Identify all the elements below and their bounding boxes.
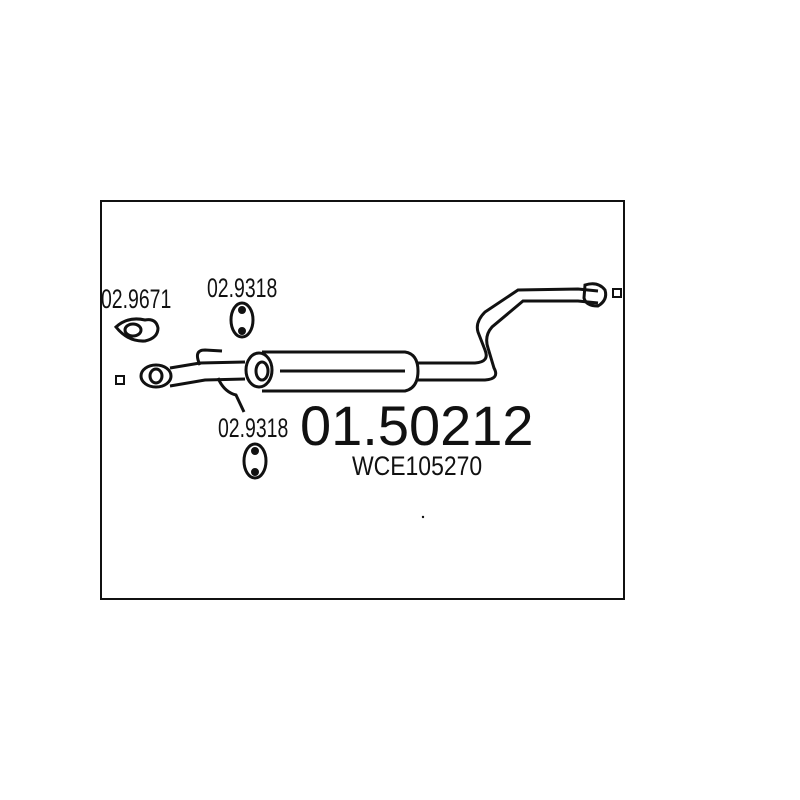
exhaust-pipe-assembly <box>139 282 608 413</box>
oe-reference: WCE105270 <box>352 451 483 481</box>
front-flange <box>139 363 173 389</box>
connector-marker-right <box>612 288 622 298</box>
connector-marker-left <box>115 375 125 385</box>
component-label-hanger-top: 02.9318 <box>207 273 278 303</box>
component-label-hanger-bottom: 02.9318 <box>218 413 289 443</box>
component-label-flange-gasket: 02.9671 <box>101 284 172 314</box>
rear-flange <box>582 282 608 308</box>
hanger-bracket <box>195 348 246 413</box>
rubber-hanger-icon <box>229 301 255 339</box>
diagram-frame <box>100 200 625 600</box>
rubber-hanger-icon <box>242 442 268 480</box>
part-number: 01.50212 <box>300 394 534 457</box>
flange-gasket-icon <box>113 317 160 343</box>
muffler-body <box>262 350 420 393</box>
tailpipe <box>418 287 599 382</box>
